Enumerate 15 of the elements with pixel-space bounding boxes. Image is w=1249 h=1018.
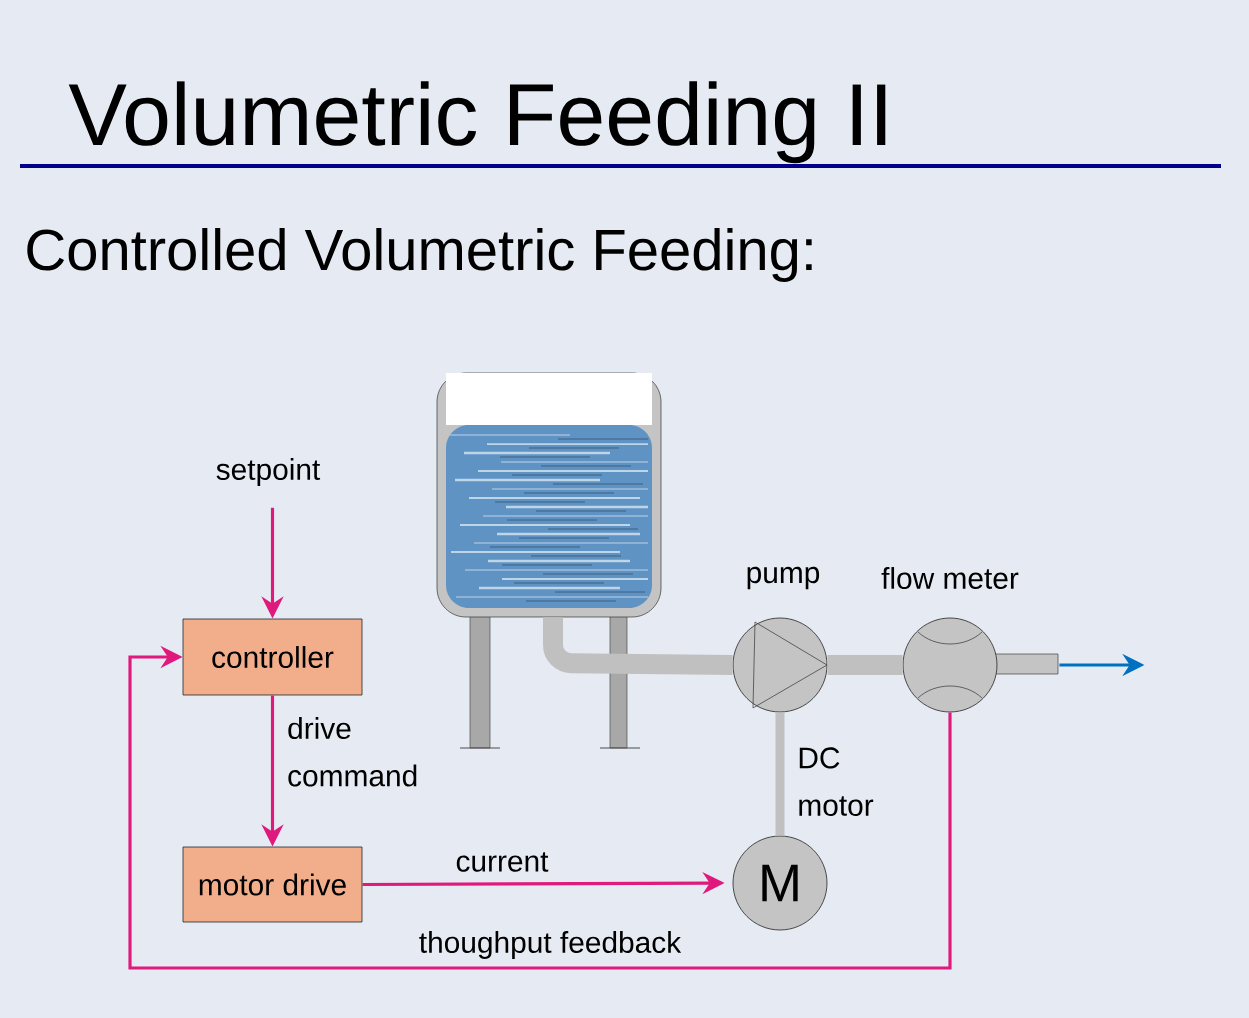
edge-label: drive command — [288, 717, 417, 787]
flow-meter-symbol — [902, 617, 1059, 713]
tank-drawing — [436, 372, 662, 749]
process-box: motor drive — [182, 846, 363, 923]
pump-symbol — [732, 617, 828, 713]
arrow — [128, 645, 952, 970]
process-box: controller — [182, 618, 363, 696]
component-label: pump — [747, 566, 820, 590]
edge-label: thoughput feedback — [419, 931, 682, 959]
input-label: setpoint — [216, 458, 321, 486]
subtitle: Controlled Volumetric Feeding: — [27, 228, 812, 283]
title: Volumetric Feeding II — [68, 81, 886, 164]
edge-label: current — [456, 852, 549, 872]
component-label: flow meter — [881, 567, 1019, 589]
component-label: DC motor — [799, 747, 874, 816]
